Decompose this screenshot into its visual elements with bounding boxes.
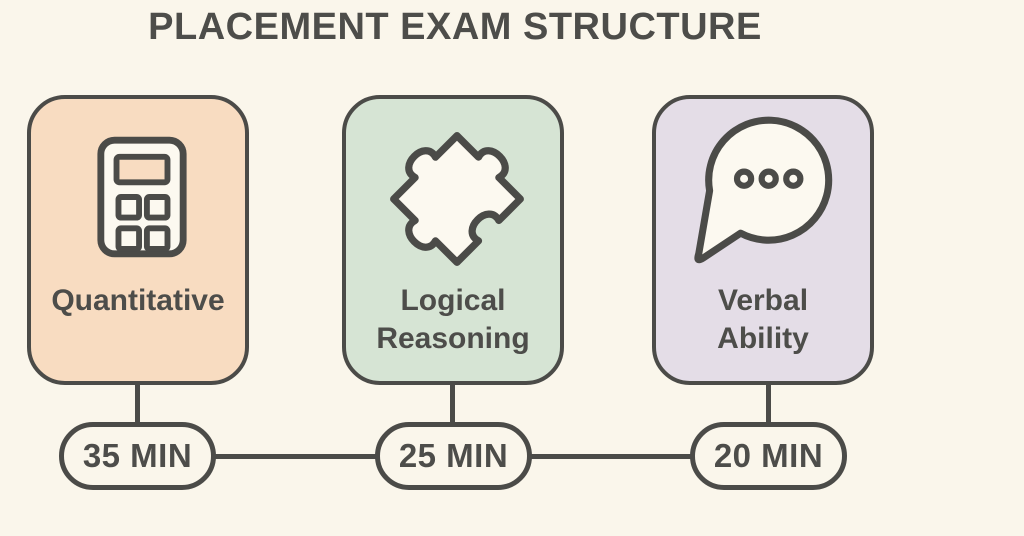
speech-bubble-icon [694, 116, 833, 264]
connector-pill1-to-pill2 [213, 454, 377, 459]
card-logical-reasoning: Logical Reasoning [342, 95, 564, 385]
connector-card3-to-pill3 [766, 382, 771, 426]
calculator-icon [97, 136, 187, 258]
duration-pill-verbal-ability: 20 MIN [690, 422, 847, 490]
connector-pill2-to-pill3 [530, 454, 692, 459]
card-quantitative: Quantitative [27, 95, 249, 385]
duration-pill-quantitative: 35 MIN [59, 422, 216, 490]
card-label-quantitative: Quantitative [51, 284, 225, 317]
page-title: PLACEMENT EXAM STRUCTURE [148, 6, 762, 48]
puzzle-piece-icon [390, 132, 524, 266]
card-label-logical-reasoning: Logical Reasoning [376, 284, 530, 355]
connector-card1-to-pill1 [135, 382, 140, 426]
connector-card2-to-pill2 [450, 382, 455, 426]
card-verbal-ability: Verbal Ability [652, 95, 874, 385]
card-label-verbal-ability: Verbal Ability [717, 284, 809, 355]
duration-pill-logical-reasoning: 25 MIN [375, 422, 532, 490]
